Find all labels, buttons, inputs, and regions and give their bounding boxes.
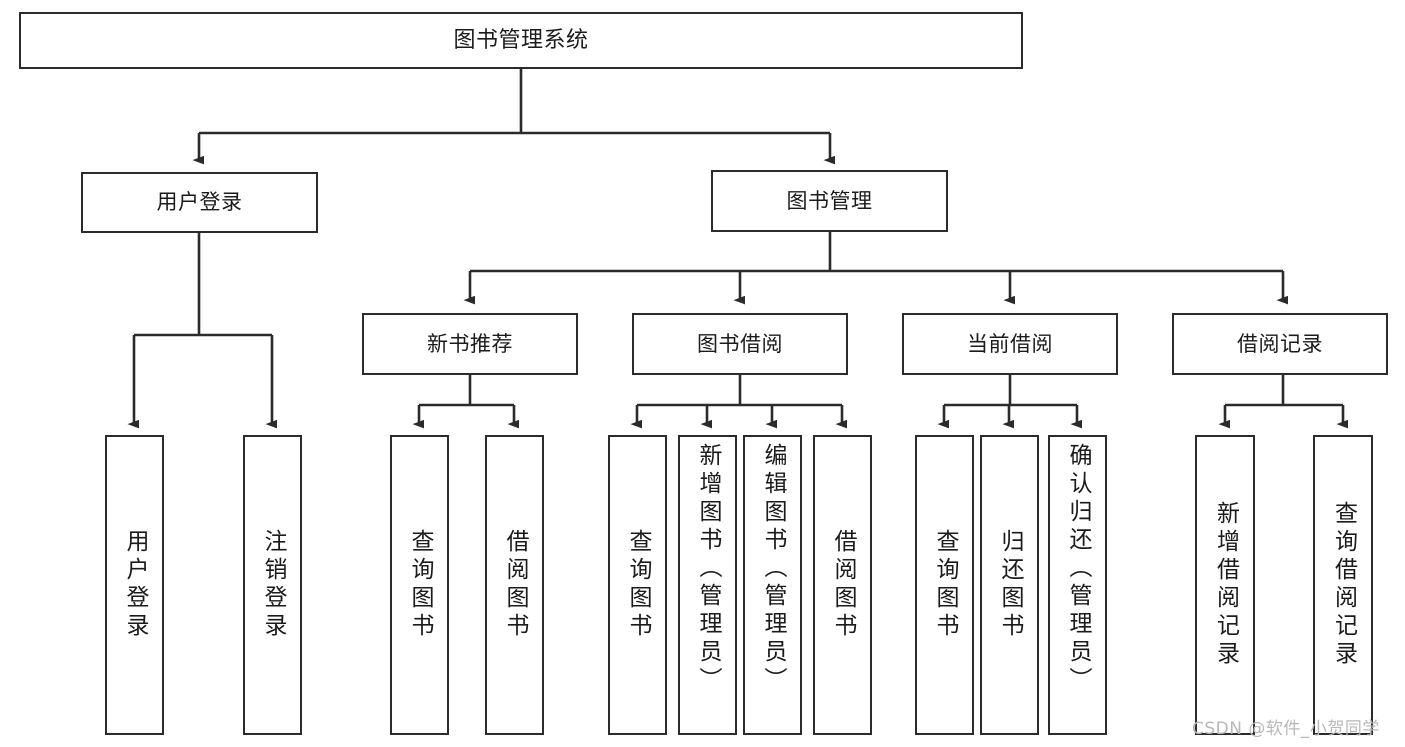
- node-current-borrow[interactable]: 当前借阅: [902, 313, 1118, 375]
- leaf-return-book-label: 归还图书: [997, 529, 1023, 641]
- leaf-borrow-book-2[interactable]: 借阅图书: [813, 435, 872, 735]
- node-new-book-recommend[interactable]: 新书推荐: [362, 313, 578, 375]
- node-current-borrow-label: 当前借阅: [967, 331, 1053, 356]
- leaf-query-book-3-label: 查询图书: [932, 529, 958, 641]
- leaf-logout-label: 注销登录: [260, 529, 286, 641]
- node-book-manage[interactable]: 图书管理: [711, 170, 948, 232]
- leaf-logout[interactable]: 注销登录: [243, 435, 302, 735]
- leaf-add-record-label: 新增借阅记录: [1212, 501, 1239, 669]
- node-new-book-recommend-label: 新书推荐: [427, 331, 513, 356]
- leaf-add-book-label: 新增图书（管理员）: [695, 443, 721, 695]
- watermark: CSDN @软件_小贺同学: [1192, 719, 1380, 739]
- leaf-borrow-book-1[interactable]: 借阅图书: [485, 435, 544, 735]
- node-book-manage-label: 图书管理: [786, 188, 873, 213]
- leaf-query-book-2[interactable]: 查询图书: [608, 435, 667, 735]
- node-root[interactable]: 图书管理系统: [19, 12, 1023, 69]
- node-root-label: 图书管理系统: [453, 27, 589, 53]
- leaf-borrow-book-1-label: 借阅图书: [502, 529, 528, 641]
- leaf-query-book-2-label: 查询图书: [625, 529, 651, 641]
- leaf-user-login[interactable]: 用户登录: [105, 435, 164, 735]
- node-user-login[interactable]: 用户登录: [81, 172, 318, 233]
- node-user-login-label: 用户登录: [156, 190, 243, 215]
- leaf-confirm-return[interactable]: 确认归还（管理员）: [1048, 435, 1107, 735]
- node-book-borrow[interactable]: 图书借阅: [632, 313, 848, 375]
- leaf-query-book-1-label: 查询图书: [407, 529, 433, 641]
- node-book-borrow-label: 图书借阅: [697, 331, 783, 356]
- leaf-query-record-label: 查询借阅记录: [1330, 501, 1357, 669]
- leaf-edit-book[interactable]: 编辑图书（管理员）: [743, 435, 802, 735]
- node-borrow-record-label: 借阅记录: [1237, 331, 1323, 356]
- leaf-query-book-1[interactable]: 查询图书: [390, 435, 449, 735]
- leaf-confirm-return-label: 确认归还（管理员）: [1065, 443, 1091, 695]
- leaf-add-record[interactable]: 新增借阅记录: [1195, 435, 1255, 735]
- leaf-return-book[interactable]: 归还图书: [980, 435, 1039, 735]
- node-borrow-record[interactable]: 借阅记录: [1172, 313, 1388, 375]
- leaf-add-book[interactable]: 新增图书（管理员）: [678, 435, 737, 735]
- leaf-user-login-label: 用户登录: [122, 529, 148, 641]
- leaf-query-book-3[interactable]: 查询图书: [915, 435, 974, 735]
- leaf-edit-book-label: 编辑图书（管理员）: [760, 443, 786, 695]
- leaf-borrow-book-2-label: 借阅图书: [830, 529, 856, 641]
- leaf-query-record[interactable]: 查询借阅记录: [1313, 435, 1373, 735]
